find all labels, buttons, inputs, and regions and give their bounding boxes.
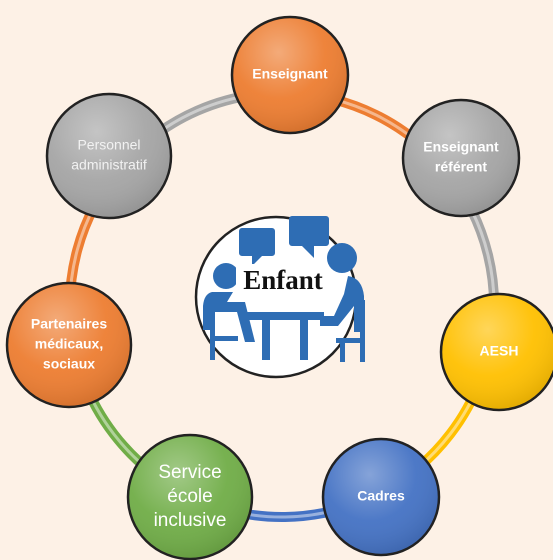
node-shine <box>324 440 438 554</box>
node-shine <box>48 95 170 217</box>
center-label: Enfant <box>243 265 323 295</box>
node-label: Service <box>158 462 221 483</box>
node-label: référent <box>435 159 487 175</box>
node-label: Enseignant <box>252 66 328 82</box>
node-personnel-administratif: Personnel administratif <box>45 92 173 220</box>
node-cadres: Cadres <box>321 437 441 557</box>
node-shine <box>233 18 347 132</box>
node-label: Personnel <box>77 137 140 153</box>
node-service-ecole-inclusive: Service école inclusive <box>126 433 254 560</box>
node-label: médicaux, <box>35 336 103 352</box>
node-label: Cadres <box>357 488 405 504</box>
node-partenaires: Partenaires médicaux, sociaux <box>5 281 133 409</box>
meeting-icon <box>203 216 365 362</box>
center-node: Enfant <box>194 215 365 379</box>
node-aesh: AESH <box>439 292 553 412</box>
node-shine <box>442 295 553 409</box>
node-shine <box>404 101 518 215</box>
node-label: Enseignant <box>423 139 499 155</box>
node-shine <box>129 436 251 558</box>
node-label: AESH <box>480 343 519 359</box>
node-shine <box>8 284 130 406</box>
node-enseignant-referent: Enseignant référent <box>401 98 521 218</box>
node-label: école <box>167 486 212 507</box>
node-label: administratif <box>71 157 147 173</box>
node-group: EnseignantEnseignantréférentAESHCadresSe… <box>5 15 553 560</box>
node-label: Partenaires <box>31 316 107 332</box>
center-label-bg <box>236 264 328 298</box>
node-label: sociaux <box>43 356 95 372</box>
node-label: inclusive <box>154 510 227 531</box>
node-enseignant: Enseignant <box>230 15 350 135</box>
